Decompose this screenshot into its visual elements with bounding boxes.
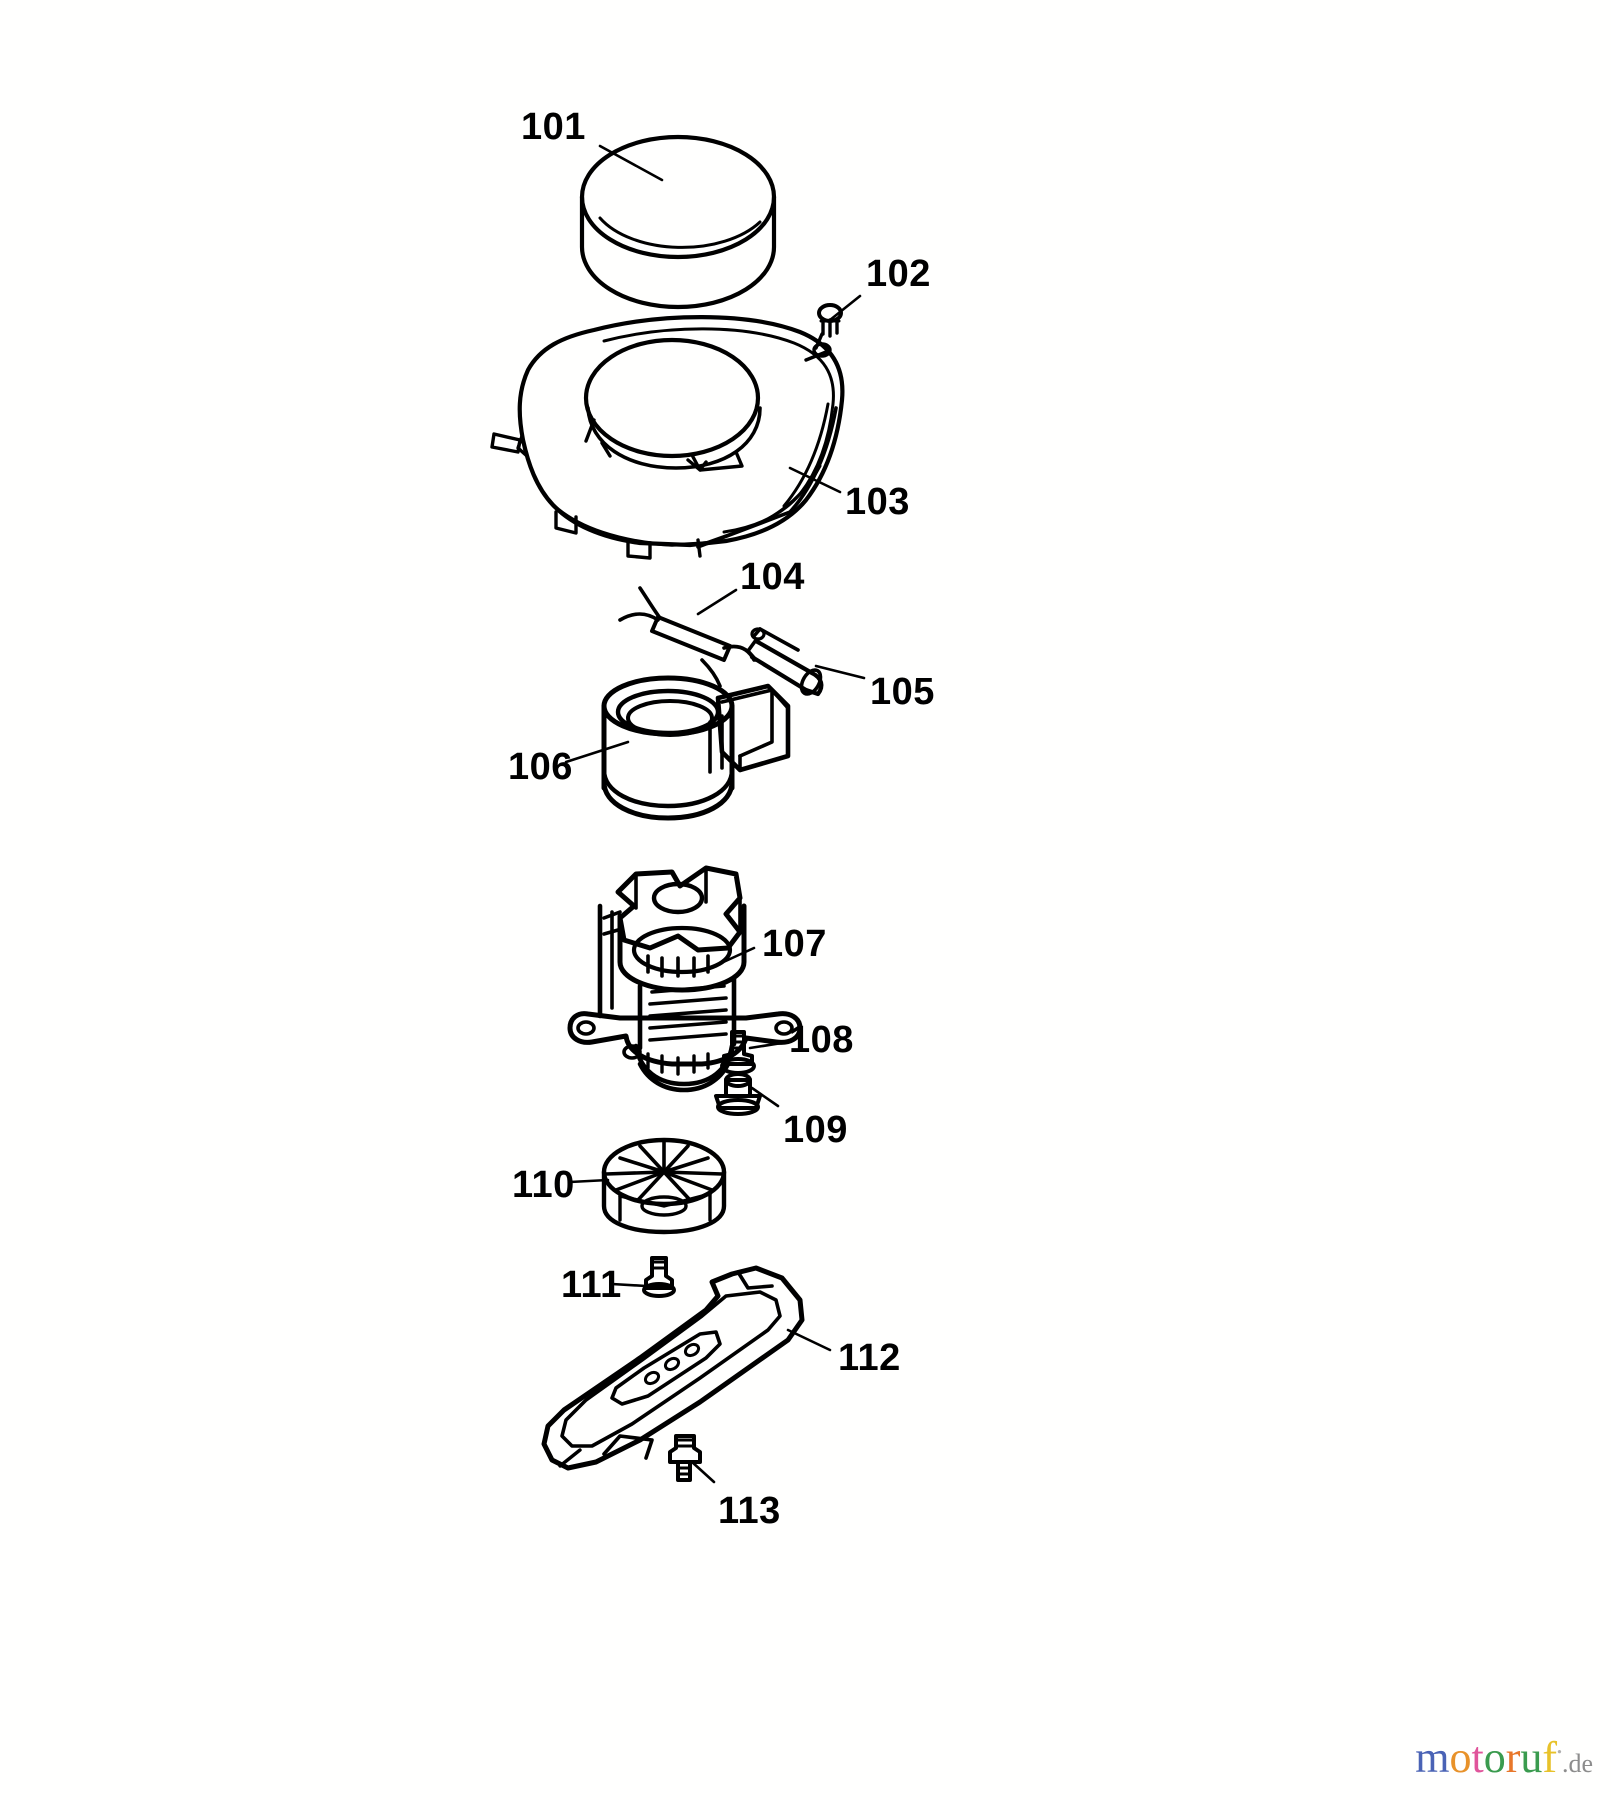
part-109-blade-washer xyxy=(714,1072,762,1116)
part-label-102: 102 xyxy=(866,253,931,295)
part-104-wiring-harness xyxy=(618,586,756,688)
part-108-blade-mounting-screw xyxy=(720,1030,756,1075)
watermark-letter-t: t xyxy=(1471,1733,1484,1782)
part-label-104: 104 xyxy=(740,556,805,598)
part-107-electric-motor xyxy=(567,865,803,1093)
leader-lines xyxy=(564,144,866,1484)
part-label-108: 108 xyxy=(789,1019,854,1061)
watermark-letter-r: r xyxy=(1505,1733,1521,1782)
motoruf-watermark: motoruf•.de xyxy=(1415,1736,1593,1780)
part-label-107: 107 xyxy=(762,923,827,965)
part-106-fan-shroud-ring xyxy=(601,675,791,821)
watermark-superscript-dot: • xyxy=(1557,1745,1562,1761)
part-103-motor-housing-cover xyxy=(490,315,845,560)
part-label-113: 113 xyxy=(718,1490,781,1532)
part-label-112: 112 xyxy=(838,1337,901,1379)
watermark-letter-u: u xyxy=(1520,1733,1543,1782)
watermark-letter-o1: o xyxy=(1449,1733,1472,1782)
part-label-101: 101 xyxy=(521,106,586,148)
part-105-capacitor xyxy=(746,627,824,697)
part-111-fan-retaining-screw xyxy=(642,1256,676,1298)
part-label-106: 106 xyxy=(508,746,573,788)
part-113-blade-bolt xyxy=(668,1434,702,1482)
watermark-tld: .de xyxy=(1561,1749,1593,1778)
watermark-letter-f: f xyxy=(1542,1733,1558,1782)
part-label-109: 109 xyxy=(783,1109,848,1151)
watermark-letter-m: m xyxy=(1415,1733,1450,1782)
part-label-111: 111 xyxy=(561,1264,622,1306)
part-label-103: 103 xyxy=(845,481,910,523)
part-label-110: 110 xyxy=(512,1164,575,1206)
part-label-105: 105 xyxy=(870,671,935,713)
part-101-motor-cover-cap xyxy=(579,134,777,310)
part-110-cooling-fan xyxy=(601,1137,727,1235)
watermark-letter-o2: o xyxy=(1483,1733,1506,1782)
part-112-cutting-blade xyxy=(541,1265,805,1471)
